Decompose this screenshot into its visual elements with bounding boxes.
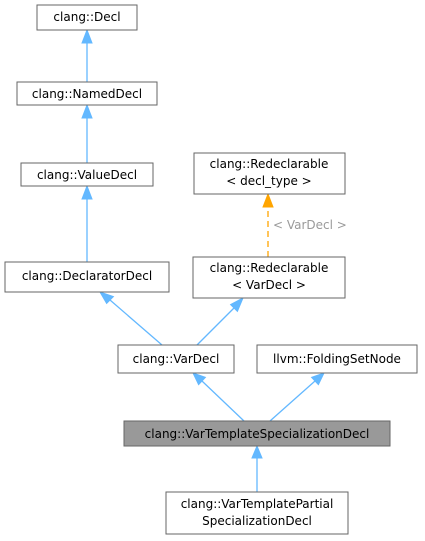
node-vardecl-label: clang::VarDecl [133,352,220,366]
arrowhead-foldingsetnode [310,372,325,386]
arrowhead-vardecl [192,372,207,386]
arrowhead-decl [81,28,93,44]
node-vartemplatespecializationdecl-label: clang::VarTemplateSpecializationDecl [145,427,370,441]
node-redeclarable-vardecl-line2: < VarDecl > [232,278,306,292]
edge-vardecl-to-redeclarable [196,307,235,346]
node-vartemplatepartial-line1: clang::VarTemplatePartial [181,497,334,511]
node-redeclarable-decl-type[interactable]: clang::Redeclarable < decl_type > [193,152,346,195]
arrowhead-valuedecl [81,184,93,200]
arrowhead-nameddecl [81,103,93,119]
node-redeclarable-decl-type-line2: < decl_type > [226,174,311,188]
node-vartemplatepartialspecializationdecl[interactable]: clang::VarTemplatePartial Specialization… [165,491,349,535]
node-decl[interactable]: clang::Decl [36,4,138,31]
node-redeclarable-decl-type-line1: clang::Redeclarable [210,157,329,171]
arrowhead-redeclarable-vardecl [229,296,245,313]
node-decl-label: clang::Decl [53,10,120,24]
edge-spec-to-foldingsetnode [269,380,316,422]
node-vartemplatespecializationdecl[interactable]: clang::VarTemplateSpecializationDecl [123,420,391,447]
node-redeclarable-vardecl[interactable]: clang::Redeclarable < VarDecl > [192,256,346,299]
arrowhead-declaratordecl [98,291,115,305]
node-vartemplatepartial-line2: SpecializationDecl [202,514,312,528]
node-foldingsetnode-label: llvm::FoldingSetNode [273,352,401,366]
node-vardecl[interactable]: clang::VarDecl [117,344,235,374]
node-redeclarable-vardecl-line1: clang::Redeclarable [210,261,329,275]
edge-spec-to-vardecl [201,380,245,422]
node-valuedecl-label: clang::ValueDecl [37,168,137,182]
node-declaratordecl-label: clang::DeclaratorDecl [22,269,152,283]
node-foldingsetnode[interactable]: llvm::FoldingSetNode [256,344,418,374]
node-nameddecl[interactable]: clang::NamedDecl [16,81,158,106]
node-valuedecl[interactable]: clang::ValueDecl [20,162,154,187]
template-argument-label: < VarDecl > [273,218,347,232]
arrowhead-redeclarable-decl-type [262,192,274,208]
edge-vardecl-to-declaratordecl [109,299,163,346]
arrowhead-spec [251,444,263,459]
edges: < VarDecl > [81,28,347,492]
node-nameddecl-label: clang::NamedDecl [32,87,142,101]
node-declaratordecl[interactable]: clang::DeclaratorDecl [4,261,170,293]
